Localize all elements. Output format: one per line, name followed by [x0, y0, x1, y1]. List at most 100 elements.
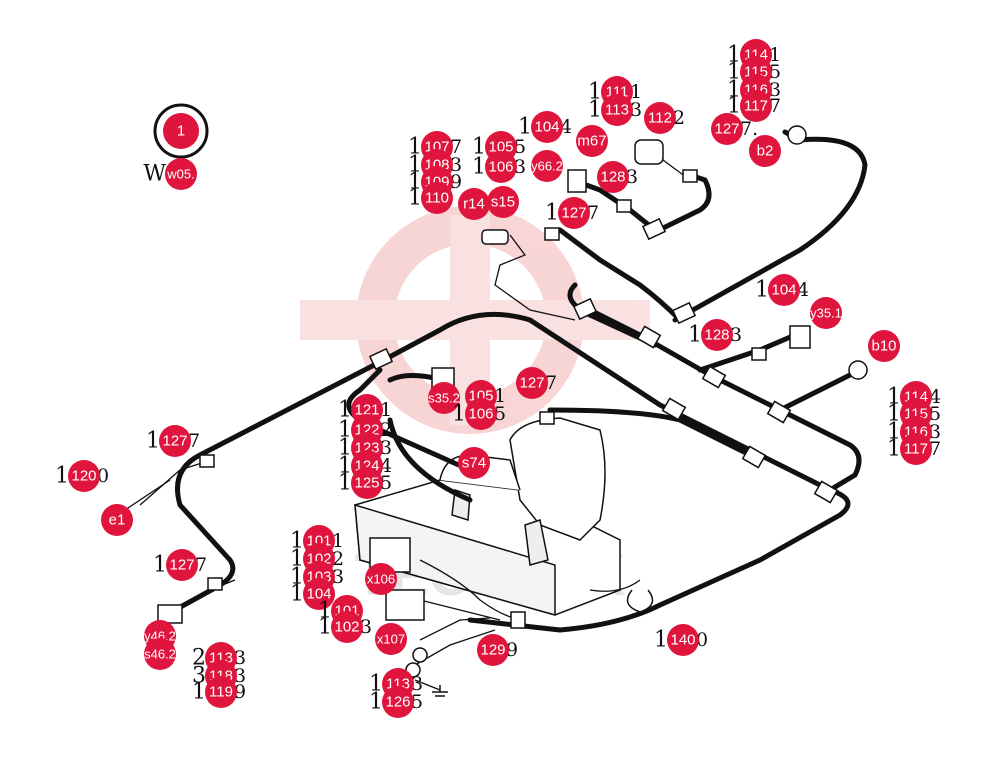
- callout-suffix: 7.: [740, 118, 758, 140]
- callout-suffix: 4: [797, 279, 809, 301]
- callout-label: 120: [71, 468, 96, 485]
- callout-suffix: 3: [360, 616, 372, 638]
- callout-suffix: 3: [630, 99, 642, 121]
- callout-prefix: 1: [408, 153, 422, 178]
- callout-badge: [701, 319, 733, 351]
- callout-label: 104: [534, 119, 559, 136]
- callout-badge: [166, 549, 198, 581]
- callout-prefix: 1: [452, 402, 466, 427]
- callout-label: 105: [488, 139, 513, 156]
- callout-badge: [68, 460, 100, 492]
- callout-suffix: 1: [332, 530, 344, 552]
- callout-prefix: 1: [369, 690, 383, 715]
- callout-badge: [740, 90, 772, 122]
- callout-prefix: 1: [755, 278, 769, 303]
- callout-label: 117: [744, 98, 768, 115]
- callout-prefix: 1: [887, 402, 901, 427]
- callout-suffix: 3: [332, 566, 344, 588]
- callout-badge: [382, 686, 414, 718]
- callout-prefix: 1: [588, 98, 602, 123]
- callout-suffix: 5: [769, 61, 781, 83]
- callout-label: s35.2: [428, 391, 460, 406]
- callout-label: 104: [771, 282, 796, 299]
- callout-badge: [375, 623, 407, 655]
- callout-suffix: 2: [673, 107, 685, 129]
- callout-label: 119: [209, 684, 233, 701]
- callout-badge: [485, 151, 517, 183]
- callout-label: s15: [491, 194, 515, 211]
- callout-suffix: 3: [514, 156, 526, 178]
- callout-prefix: 1: [887, 420, 901, 445]
- callout-label: 129: [480, 642, 505, 659]
- callout-label: 110: [425, 190, 449, 207]
- callout-prefix: 1: [472, 135, 486, 160]
- callout-label: 125: [354, 475, 379, 492]
- callout-suffix: 4: [560, 116, 572, 138]
- callout-r14: r14: [458, 188, 490, 220]
- callout-m67: m67: [576, 125, 608, 157]
- callout-badge: [477, 634, 509, 666]
- callout-y66-2: y66.2: [531, 150, 563, 182]
- callout-label: e1: [109, 512, 126, 529]
- callout-prefix: 1: [338, 418, 352, 443]
- callout-prefix: 1: [472, 155, 486, 180]
- callout-prefix: 1: [290, 547, 304, 572]
- callout-prefix: 1: [654, 628, 668, 653]
- callout-label: 121: [354, 402, 379, 419]
- callout-badge: [163, 113, 199, 149]
- callout-prefix: 1: [518, 115, 532, 140]
- callout-badge: [428, 382, 460, 414]
- callout-suffix: 3: [769, 79, 781, 101]
- callout-prefix: 1: [290, 529, 304, 554]
- callout-suffix: 4: [929, 386, 941, 408]
- callout-layer: 1Ww05.111141511513116171177.127b21111113…: [55, 39, 941, 718]
- callout-badge: [667, 624, 699, 656]
- callout-label: 104: [306, 586, 331, 603]
- callout-label: w05.: [166, 167, 194, 182]
- callout-suffix: 3: [730, 324, 742, 346]
- callout-prefix: 1: [545, 201, 559, 226]
- callout-label: 127: [162, 433, 187, 450]
- callout-suffix: 3: [450, 154, 462, 176]
- callout-1: 1: [153, 103, 209, 159]
- callout-prefix: 1: [688, 323, 702, 348]
- callout-suffix: 7: [450, 136, 462, 158]
- callout-suffix: 7: [188, 430, 200, 452]
- callout-suffix: 7: [195, 554, 207, 576]
- callout-label: y66.2: [531, 159, 563, 174]
- callout-badge: [159, 425, 191, 457]
- callout-prefix: 1: [153, 553, 167, 578]
- callout-prefix: 1: [588, 80, 602, 105]
- callout-badge: [900, 433, 932, 465]
- callout-prefix: W: [143, 162, 166, 187]
- callout-prefix: 1: [727, 43, 741, 68]
- callout-label: r14: [463, 196, 485, 213]
- callout-label: 127: [519, 375, 544, 392]
- callout-badge: [458, 447, 490, 479]
- callout-suffix: 3: [626, 166, 638, 188]
- callout-suffix: 5: [411, 691, 423, 713]
- callout-suffix: 3: [234, 665, 246, 687]
- callout-badge: [558, 197, 590, 229]
- callout-suffix: 9: [450, 171, 462, 193]
- callout-suffix: 1: [769, 44, 781, 66]
- callout-label: b2: [757, 143, 774, 160]
- callout-suffix: 7: [929, 438, 941, 460]
- callout-suffix: 5: [494, 403, 506, 425]
- callout-label: 127: [714, 121, 739, 138]
- callout-badge: [331, 611, 363, 643]
- callout-prefix: 1: [290, 582, 304, 607]
- callout-label: 128: [704, 327, 729, 344]
- callout-label: 113: [605, 102, 629, 119]
